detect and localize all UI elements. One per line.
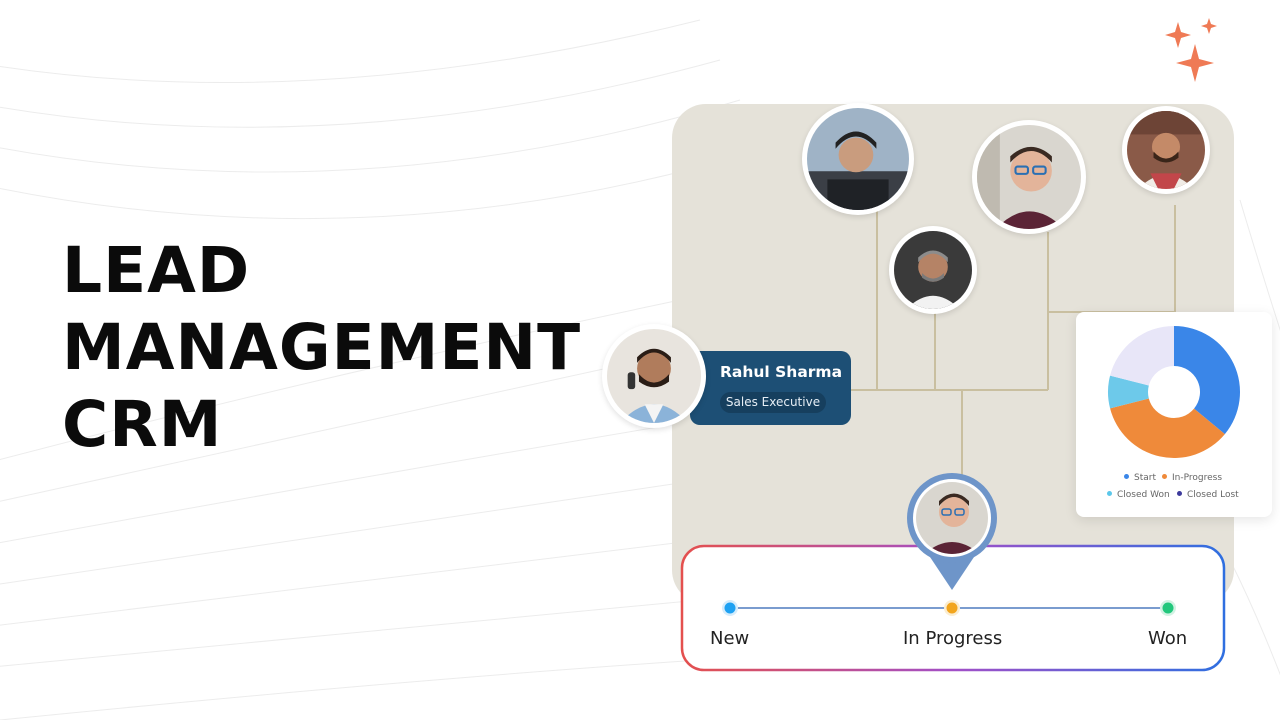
title-line-1: LEAD: [62, 234, 251, 307]
donut-slice-closed-lost: [1110, 326, 1174, 386]
avatar-bearded-man[interactable]: [1122, 106, 1210, 194]
person-icon: [894, 231, 972, 309]
sparkle-icon: [1165, 18, 1217, 82]
current-stage-marker: [907, 473, 997, 590]
stage-label-won: Won: [1148, 628, 1188, 649]
contact-name: Rahul Sharma: [719, 363, 843, 381]
person-icon: [607, 329, 701, 423]
avatar-grey-hair-man[interactable]: [889, 226, 977, 314]
contact-role-badge: Sales Executive: [720, 392, 826, 413]
legend-closed-lost: Closed Lost: [1177, 489, 1239, 501]
status-donut-chart: [1108, 326, 1240, 458]
legend-dot: [1124, 474, 1129, 479]
donut-slice-closed-won: [1108, 375, 1149, 409]
avatar-cyclist[interactable]: [802, 103, 914, 215]
stage-dot-won: [1162, 602, 1174, 614]
stage-dot-in-progress: [946, 602, 958, 614]
stage-label-in-progress: In Progress: [903, 628, 1003, 649]
person-icon: [1127, 111, 1205, 189]
status-donut-card: Start In-Progress Closed Won Closed Lost: [1076, 312, 1272, 517]
legend-closed-won: Closed Won: [1107, 489, 1170, 501]
legend-in-progress: In-Progress: [1162, 472, 1222, 484]
donut-slice-in-progress: [1110, 398, 1225, 458]
title-line-2: MANAGEMENT: [62, 311, 582, 384]
legend-dot: [1177, 491, 1182, 496]
stage-dot-new: [724, 602, 736, 614]
stage-label-new: New: [710, 628, 750, 649]
contact-card[interactable]: Rahul Sharma Sales Executive: [690, 351, 851, 425]
page-title: LEAD MANAGEMENT CRM: [62, 232, 581, 463]
legend-dot: [1162, 474, 1167, 479]
legend-start: Start: [1124, 472, 1156, 484]
title-line-3: CRM: [62, 388, 223, 461]
donut-slice-start: [1174, 326, 1240, 435]
legend-dot: [1107, 491, 1112, 496]
avatar-rahul-sharma[interactable]: [602, 324, 706, 428]
avatar-glasses-man[interactable]: [972, 120, 1086, 234]
